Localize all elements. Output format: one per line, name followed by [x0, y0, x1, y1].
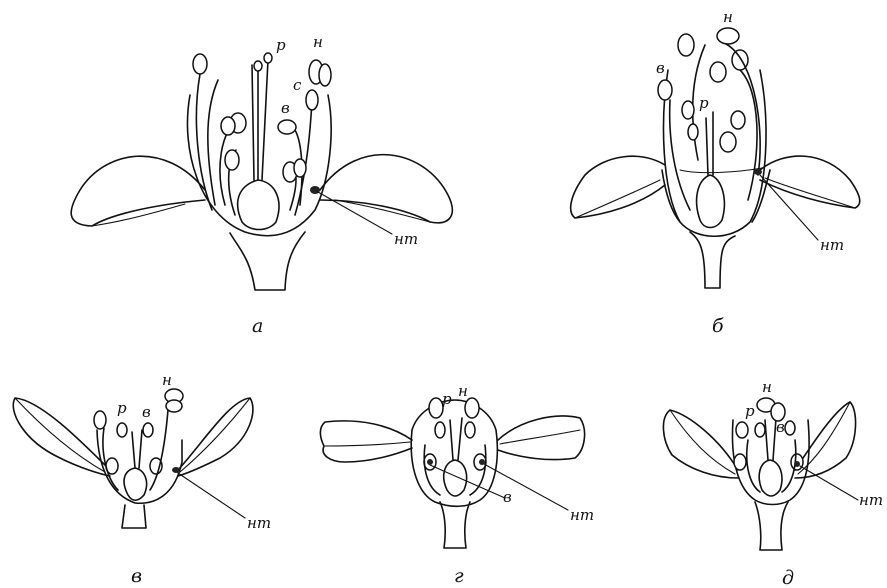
flower-b-pistil — [697, 175, 725, 228]
flower-b: н в р нт б — [571, 8, 860, 337]
label-c-v: в — [142, 403, 151, 421]
flower-c-pistil — [124, 468, 147, 500]
label-c-nt: нт — [247, 514, 271, 532]
label-e-n: н — [762, 378, 772, 396]
flower-a: р н с в нт а — [71, 33, 452, 337]
flower-d-right-petal — [498, 416, 585, 460]
caption-c: в — [131, 565, 142, 587]
flower-d: р н в нт г — [320, 382, 594, 587]
flower-e-pistil — [759, 460, 782, 496]
label-c-n: н — [162, 371, 172, 389]
flower-d-left-petal — [320, 421, 412, 462]
label-e-p: р — [745, 402, 755, 420]
flower-a-right-petal — [320, 155, 452, 223]
label-b-nt: нт — [820, 236, 844, 254]
flower-e-nectary — [794, 461, 800, 467]
label-d-nt: нт — [570, 506, 594, 524]
flower-e-left-petal — [663, 410, 738, 478]
label-e-v: в — [776, 418, 785, 436]
label-d-n: н — [458, 382, 468, 400]
label-b-p: р — [699, 94, 709, 112]
caption-a: а — [252, 315, 263, 337]
flower-b-nectary — [754, 169, 762, 175]
caption-d: г — [454, 565, 464, 587]
label-a-nt: нт — [394, 230, 418, 248]
caption-e: д — [782, 567, 794, 588]
flower-b-left-petal — [571, 156, 665, 218]
flower-c-nectary — [172, 467, 180, 473]
label-e-nt: нт — [859, 491, 883, 509]
flower-e: н р в нт д — [663, 378, 883, 588]
flower-c-left-petal — [13, 398, 110, 476]
flower-c: р в н нт в — [13, 371, 271, 587]
flower-d-pistil — [444, 460, 467, 496]
label-d-p: р — [442, 390, 452, 408]
label-a-p: р — [276, 36, 286, 54]
caption-b: б — [712, 315, 724, 337]
flower-e-right-petal — [795, 402, 856, 478]
label-a-v: в — [281, 99, 290, 117]
flower-b-receptacle — [664, 70, 766, 236]
label-d-v: в — [503, 488, 512, 506]
label-b-v: в — [656, 59, 665, 77]
label-a-n: н — [313, 33, 323, 51]
flower-d-nectary — [427, 459, 433, 465]
flower-a-pistil — [238, 180, 279, 230]
flower-a-left-petal — [71, 156, 205, 226]
flower-a-anther — [193, 54, 207, 74]
label-c-p: р — [117, 399, 127, 417]
label-b-n: н — [723, 8, 733, 26]
label-a-s: с — [293, 76, 302, 94]
